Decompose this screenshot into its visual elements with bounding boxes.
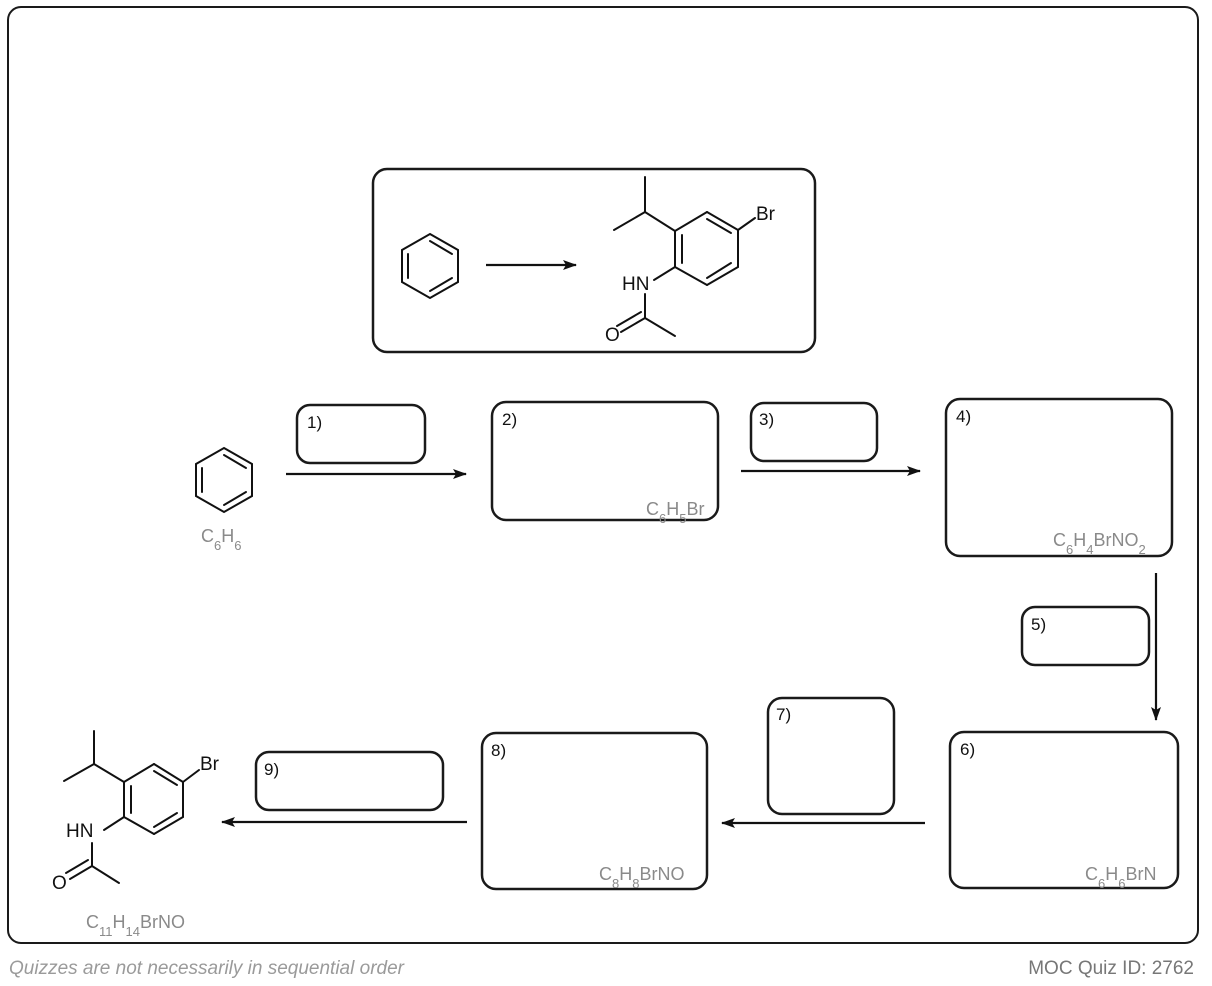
step-6-product-box[interactable] bbox=[948, 730, 1180, 890]
step-3-reagent-box[interactable] bbox=[749, 401, 879, 463]
product-formula: C11H14BrNO bbox=[86, 912, 185, 939]
step-5-reagent-box[interactable] bbox=[1020, 605, 1151, 667]
overview-target-molecule: Br HN O bbox=[605, 176, 776, 346]
overview-hn-label: HN bbox=[622, 274, 649, 295]
product-br-label: Br bbox=[200, 754, 220, 775]
step-4-product-box[interactable] bbox=[944, 397, 1174, 558]
step-9-reagent-box[interactable] bbox=[254, 750, 445, 812]
overview-br-label: Br bbox=[756, 204, 776, 225]
step-9-label: 9) bbox=[264, 760, 279, 779]
quiz-id: MOC Quiz ID: 2762 bbox=[1028, 958, 1194, 979]
start-formula: C6H6 bbox=[201, 526, 241, 553]
box-2-formula: C6H5Br bbox=[646, 499, 704, 526]
step-8-product-box[interactable] bbox=[480, 731, 709, 891]
step-6-label: 6) bbox=[960, 740, 975, 759]
final-product-molecule: Br HN O bbox=[52, 730, 220, 894]
step-8-label: 8) bbox=[491, 741, 506, 760]
overview-benzene bbox=[401, 232, 459, 300]
step-3-label: 3) bbox=[759, 410, 774, 429]
footer-note: Quizzes are not necessarily in sequentia… bbox=[9, 958, 404, 979]
step-5-label: 5) bbox=[1031, 615, 1046, 634]
scheme-frame bbox=[7, 6, 1199, 944]
product-hn-label: HN bbox=[66, 821, 93, 842]
step-7-label: 7) bbox=[776, 705, 791, 724]
overview-o-label: O bbox=[605, 325, 620, 346]
step-2-label: 2) bbox=[502, 410, 517, 429]
overview-box: Br HN O bbox=[371, 167, 817, 354]
step-4-label: 4) bbox=[956, 407, 971, 426]
step-1-reagent-box[interactable] bbox=[295, 403, 427, 465]
step-1-label: 1) bbox=[307, 413, 322, 432]
step-2-product-box[interactable] bbox=[490, 400, 720, 522]
start-benzene bbox=[195, 446, 253, 514]
product-o-label: O bbox=[52, 873, 67, 894]
step-7-reagent-box[interactable] bbox=[766, 696, 896, 816]
